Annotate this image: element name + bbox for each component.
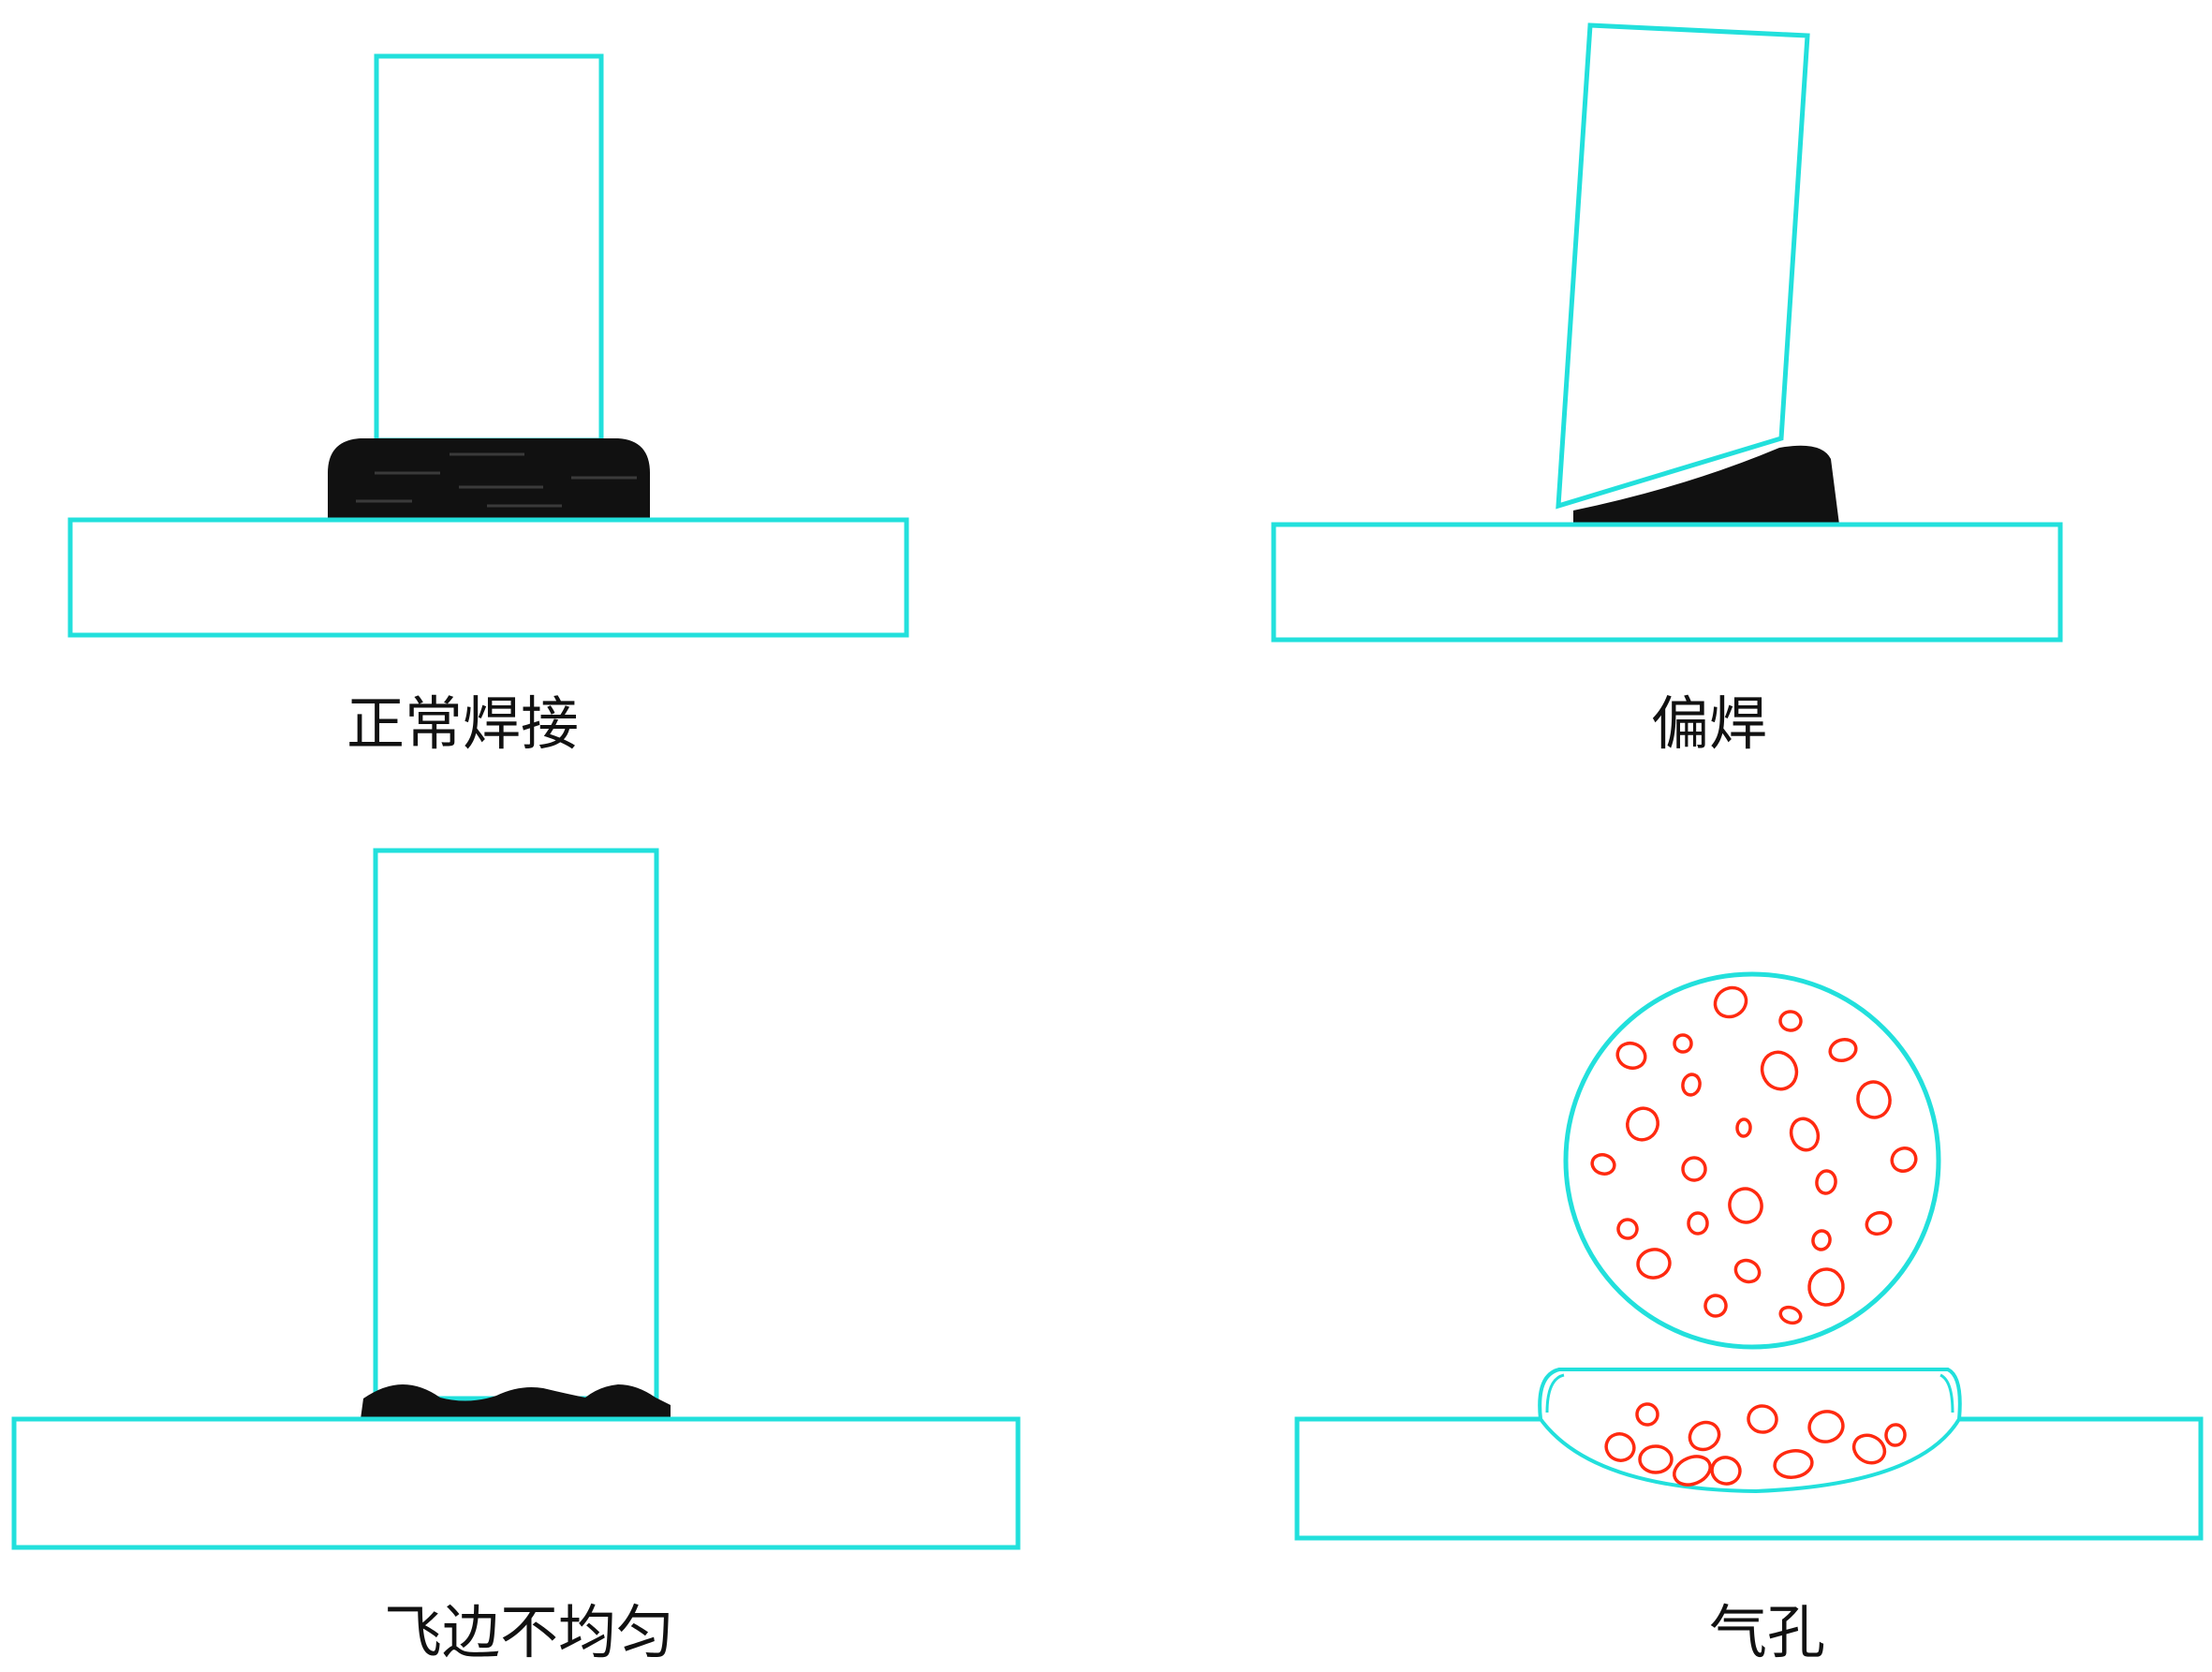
pore <box>1778 1010 1803 1032</box>
pore <box>1687 1211 1709 1236</box>
panel-porosity <box>1294 971 2204 1541</box>
normal-rod <box>374 53 604 443</box>
pore <box>1713 985 1748 1019</box>
pore <box>1856 1080 1892 1119</box>
pore <box>1590 1153 1616 1176</box>
caption-flash: 飞边不均匀 <box>383 1598 675 1666</box>
pore <box>1851 1433 1887 1465</box>
pore <box>1615 1041 1647 1071</box>
pore <box>1890 1147 1918 1173</box>
pore <box>1760 1050 1799 1091</box>
pore <box>1681 1156 1707 1182</box>
offset-base-plate <box>1271 522 2063 643</box>
pore <box>1673 1033 1693 1054</box>
caption-offset: 偏焊 <box>1650 689 1768 758</box>
pore <box>1828 1037 1858 1063</box>
caption-normal: 正常焊接 <box>346 689 580 758</box>
panel-flash <box>11 848 1021 1550</box>
panel-normal <box>67 53 909 638</box>
pore <box>1636 1248 1672 1280</box>
panel-offset <box>1271 22 2063 643</box>
pore <box>1604 1432 1636 1462</box>
pore <box>1681 1073 1702 1097</box>
offset-weld-bead <box>1573 445 1839 525</box>
pore <box>1626 1106 1659 1142</box>
normal-base-plate <box>67 517 909 638</box>
porosity-weld-cross-section <box>1538 1368 1962 1494</box>
flash-base-plate <box>11 1416 1021 1550</box>
pore <box>1673 1455 1712 1487</box>
pore <box>1815 1169 1837 1195</box>
pore <box>1710 1456 1742 1486</box>
pore <box>1807 1267 1845 1307</box>
pore <box>1811 1229 1832 1251</box>
normal-weld-texture <box>356 452 637 508</box>
pore <box>1747 1404 1778 1434</box>
pore <box>1728 1187 1763 1224</box>
pore <box>1635 1402 1659 1427</box>
pore <box>1616 1218 1639 1240</box>
porosity-weld-inner-line <box>1545 1373 1954 1413</box>
pore <box>1638 1444 1674 1474</box>
porosity-pores <box>1590 985 1918 1487</box>
porosity-magnified-view <box>1563 971 1941 1350</box>
pore <box>1778 1305 1803 1325</box>
pore <box>1735 1117 1752 1138</box>
pore <box>1733 1258 1762 1284</box>
pore <box>1789 1117 1821 1152</box>
normal-weld-bead <box>328 438 650 520</box>
flash-rod <box>373 848 659 1401</box>
pore <box>1884 1423 1907 1447</box>
pore <box>1703 1294 1728 1318</box>
pore <box>1865 1210 1893 1236</box>
flash-weld-bead <box>361 1384 671 1419</box>
pore <box>1688 1420 1721 1452</box>
caption-porosity: 气孔 <box>1708 1598 1826 1666</box>
pore <box>1773 1449 1814 1479</box>
offset-rod <box>1556 22 1810 510</box>
pore <box>1807 1410 1845 1443</box>
